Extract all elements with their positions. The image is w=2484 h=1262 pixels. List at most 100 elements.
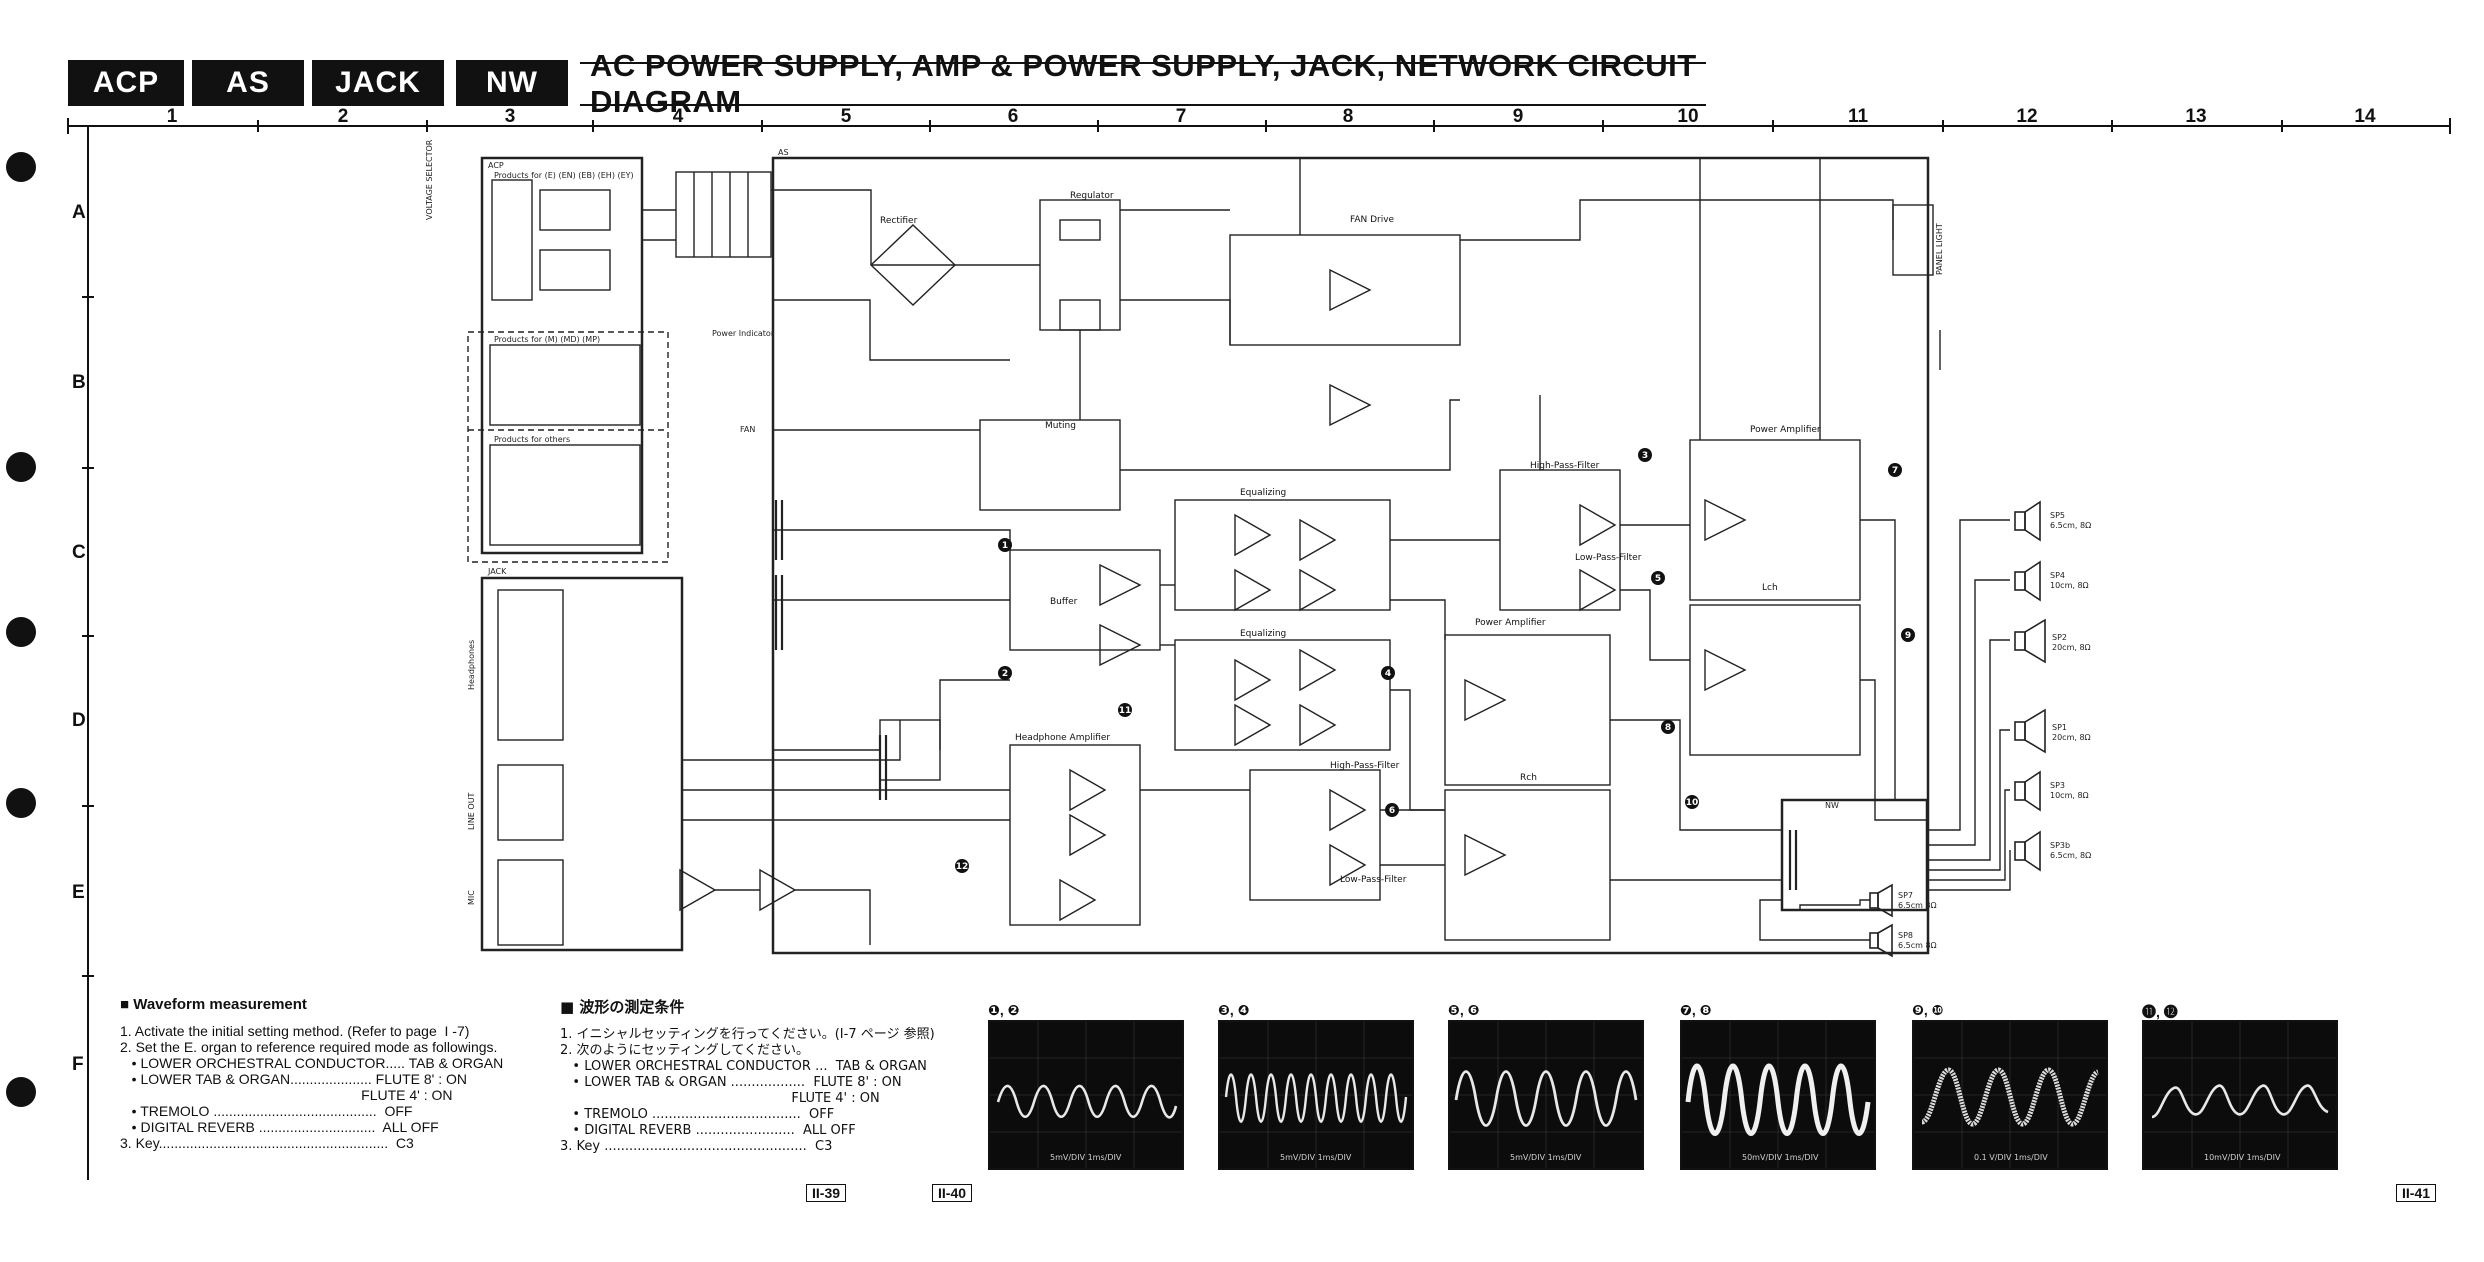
oscilloscope-display: 5mV/DIV 1ms/DIV: [988, 1020, 1184, 1170]
waveform-line: • LOWER TAB & ORGAN .................. F…: [560, 1075, 902, 1090]
speaker-spec: 6.5cm, 8Ω: [2050, 521, 2091, 530]
label-equalizing: Equalizing: [1240, 488, 1286, 498]
page-number: II-41: [2396, 1184, 2437, 1202]
label-regulator: Regulator: [1070, 191, 1114, 201]
label-headphone-amplifier: Headphone Amplifier: [1015, 733, 1110, 743]
label-power-amplifier: Power Amplifier: [1750, 425, 1821, 435]
speaker-spec: 10cm, 8Ω: [2050, 791, 2089, 800]
test-point-label: 9: [1905, 631, 1911, 641]
label-low-pass-filter: Low-Pass-Filter: [1340, 875, 1407, 885]
speaker-spec: 20cm, 8Ω: [2052, 733, 2091, 742]
label-fan-drive: FAN Drive: [1350, 215, 1395, 225]
test-point-label: 6: [1389, 806, 1395, 816]
waveform-heading-jp: ■ 波形の測定条件: [560, 998, 685, 1016]
label-products: Products for others: [494, 435, 570, 444]
waveform-line: • TREMOLO ..............................…: [120, 1103, 413, 1119]
waveform-line: 2. Set the E. organ to reference require…: [120, 1039, 498, 1055]
speaker-id: SP2: [2052, 633, 2067, 642]
tab-jack: JACK: [312, 60, 444, 106]
oscilloscope-display: 10mV/DIV 1ms/DIV: [2142, 1020, 2338, 1170]
scope-footer: 5mV/DIV 1ms/DIV: [1510, 1153, 1582, 1162]
label-headphones: Headphones: [467, 640, 476, 690]
row-label: C: [72, 542, 86, 563]
label-high-pass-filter: High-Pass-Filter: [1330, 761, 1400, 771]
speaker-id: SP4: [2050, 571, 2065, 580]
row-label: B: [72, 372, 86, 393]
row-label: E: [72, 882, 85, 903]
column-label: 12: [2016, 106, 2038, 127]
oscilloscope-display: 0.1 V/DIV 1ms/DIV: [1912, 1020, 2108, 1170]
label-nw: NW: [1825, 801, 1839, 810]
tab-as: AS: [192, 60, 304, 106]
column-label: 14: [2354, 106, 2376, 127]
waveform-line: • LOWER ORCHESTRAL CONDUCTOR ... TAB & O…: [560, 1059, 927, 1074]
waveform-measurement-jp: ■ 波形の測定条件 1. イニシャルセッティングを行ってください。(I-7 ペー…: [560, 996, 980, 1155]
speaker-spec: 6.5cm 8Ω: [1898, 901, 1937, 910]
waveform-line: • LOWER ORCHESTRAL CONDUCTOR..... TAB & …: [120, 1055, 504, 1071]
label-fan: FAN: [740, 425, 755, 434]
label-equalizing: Equalizing: [1240, 629, 1286, 639]
label-low-pass-filter: Low-Pass-Filter: [1575, 553, 1642, 563]
label-power-indicator: Power Indicator: [712, 329, 775, 338]
row-label: A: [72, 202, 86, 223]
scope-footer: 5mV/DIV 1ms/DIV: [1050, 1153, 1122, 1162]
waveform-line: FLUTE 4' : ON: [560, 1091, 880, 1106]
scope-label: ❾, ❿: [1912, 1002, 1944, 1018]
column-label: 9: [1512, 106, 1524, 127]
column-label: 4: [672, 106, 684, 127]
test-point-label: 8: [1665, 723, 1671, 733]
waveform-line: FLUTE 4' : ON: [120, 1087, 453, 1103]
binding-hole: [6, 452, 36, 482]
scope-label: ❼, ❽: [1680, 1002, 1712, 1018]
test-point-label: 7: [1892, 466, 1898, 476]
scope-footer: 10mV/DIV 1ms/DIV: [2204, 1153, 2281, 1162]
test-point-label: 12: [956, 862, 969, 872]
test-point-label: 2: [1002, 669, 1008, 679]
speaker-id: SP7: [1898, 891, 1913, 900]
oscilloscope-display: 5mV/DIV 1ms/DIV: [1218, 1020, 1414, 1170]
speaker-spec: 20cm, 8Ω: [2052, 643, 2091, 652]
scope-footer: 5mV/DIV 1ms/DIV: [1280, 1153, 1352, 1162]
oscilloscope-display: 50mV/DIV 1ms/DIV: [1680, 1020, 1876, 1170]
test-point-label: 4: [1385, 669, 1391, 679]
waveform-line: • DIGITAL REVERB .......................…: [560, 1123, 856, 1138]
label-rch: Rch: [1520, 773, 1537, 783]
circuit-diagram: 1 2 3 4 5 6 7 8 9 10 11 12 Rectifier Reg…: [425, 139, 2091, 958]
scope-footer: 0.1 V/DIV 1ms/DIV: [1974, 1153, 2048, 1162]
test-point-label: 5: [1655, 574, 1661, 584]
label-muting: Muting: [1045, 421, 1076, 431]
scope-label: ❺, ❻: [1448, 1002, 1480, 1018]
binding-hole: [6, 152, 36, 182]
scope-label: ❸, ❹: [1218, 1002, 1250, 1018]
speaker-spec: 6.5cm, 8Ω: [2050, 851, 2091, 860]
label-buffer: Buffer: [1050, 597, 1078, 607]
column-label: 13: [2185, 106, 2207, 127]
label-voltage-selector: VOLTAGE SELECTOR: [425, 139, 434, 220]
waveform-line: 3. Key .................................…: [560, 1139, 833, 1154]
tab-acp: ACP: [68, 60, 184, 106]
label-acp: ACP: [488, 161, 504, 170]
column-label: 11: [1847, 106, 1869, 127]
waveform-line: 3. Key..................................…: [120, 1135, 414, 1151]
column-label: 6: [1007, 106, 1019, 127]
column-label: 5: [840, 106, 852, 127]
scope-label: ❶, ❷: [988, 1002, 1020, 1018]
label-products: Products for (M) (MD) (MP): [494, 335, 600, 344]
speaker-id: SP5: [2050, 511, 2065, 520]
column-label: 7: [1175, 106, 1187, 127]
column-ruler: [67, 118, 2451, 134]
speaker-id: SP3b: [2050, 841, 2070, 850]
column-label: 1: [166, 106, 178, 127]
column-label: 10: [1677, 106, 1699, 127]
oscilloscope-display: 5mV/DIV 1ms/DIV: [1448, 1020, 1644, 1170]
binding-hole: [6, 788, 36, 818]
speaker-id: SP1: [2052, 723, 2067, 732]
waveform-heading: ■ Waveform measurement: [120, 996, 307, 1013]
waveform-line: 2. 次のようにセッティングしてください。: [560, 1043, 809, 1058]
page-number: II-39: [806, 1184, 847, 1202]
test-point-label: 10: [1686, 798, 1699, 808]
test-point-label: 11: [1119, 706, 1132, 716]
test-point-label: 3: [1642, 451, 1648, 461]
column-label: 2: [337, 106, 349, 127]
test-point-label: 1: [1002, 541, 1008, 551]
